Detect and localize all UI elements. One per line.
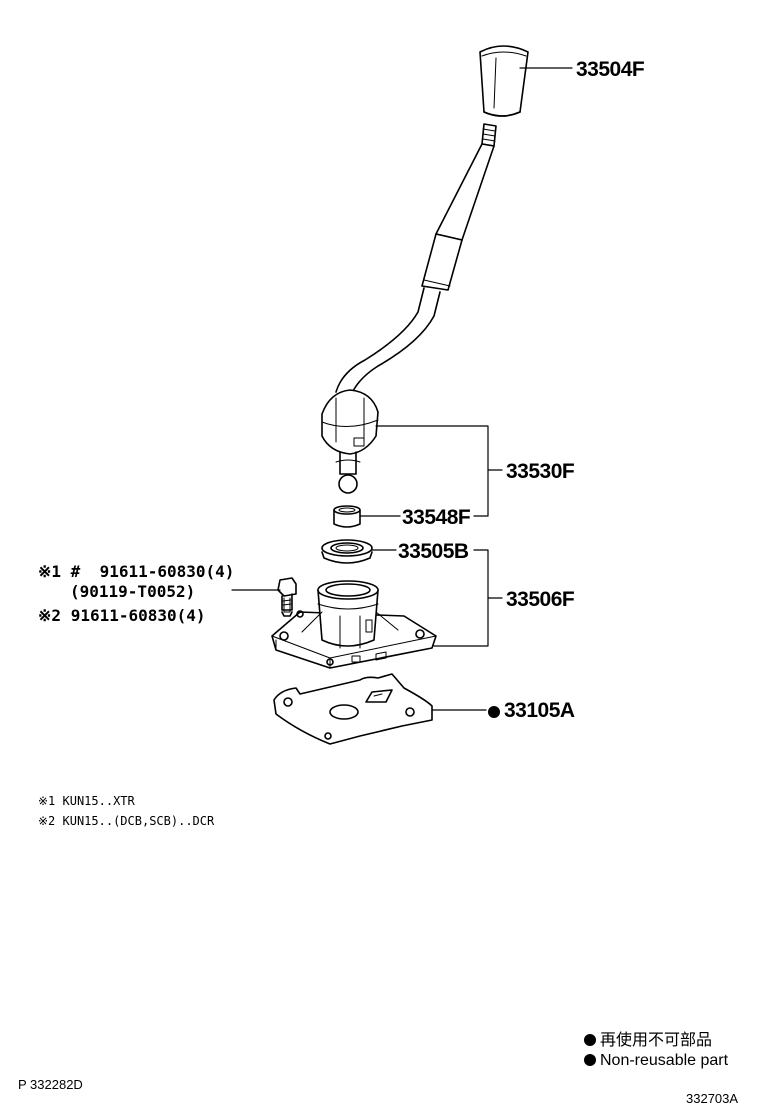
bolt-ref-line-2[interactable]: (90119-T0052) <box>70 582 196 601</box>
part-label-gasket[interactable]: 33105A <box>488 700 575 721</box>
legend-en-text: Non-reusable part <box>600 1052 729 1069</box>
shift-lever[interactable] <box>321 123 497 494</box>
legend-jp-text: 再使用不可部品 <box>600 1032 713 1049</box>
bolt[interactable] <box>277 577 297 617</box>
legend-dot-jp <box>584 1034 596 1046</box>
leader-lines <box>231 67 573 711</box>
part-label-boot-seal[interactable]: 33505B <box>398 540 469 563</box>
shift-knob[interactable] <box>479 45 529 117</box>
bolt-ref-3-part: 91611-60830(4) <box>70 606 206 625</box>
part-label-knob[interactable]: 33504F <box>576 58 645 81</box>
bushing[interactable] <box>333 505 361 528</box>
bolt-ref-line-3[interactable]: ※2 91611-60830(4) <box>38 608 206 624</box>
gasket[interactable] <box>273 673 433 745</box>
legend-jp: 再使用不可部品 <box>584 1033 712 1049</box>
legend-en: Non-reusable part <box>584 1053 728 1069</box>
non-reusable-dot <box>488 706 500 718</box>
bolt-ref-3-mark: ※2 <box>38 606 62 625</box>
page-code: P 332282D <box>18 1077 83 1092</box>
part-label-bushing[interactable]: 33548F <box>402 506 471 529</box>
part-label-lever[interactable]: 33530F <box>506 460 575 483</box>
bolt-ref-1-mark: ※1 # <box>38 562 81 581</box>
boot-seal[interactable] <box>321 539 373 564</box>
legend-dot-en <box>584 1054 596 1066</box>
shift-lever-retainer[interactable] <box>271 580 437 669</box>
note-2: ※2 KUN15..(DCB,SCB)..DCR <box>38 814 215 828</box>
bolt-ref-1-part: 91611-60830(4) <box>99 562 235 581</box>
bolt-ref-line-1[interactable]: ※1 # 91611-60830(4) <box>38 564 234 580</box>
figure-code: 332703A <box>686 1091 739 1106</box>
part-label-retainer[interactable]: 33506F <box>506 588 575 611</box>
part-label-gasket-text: 33105A <box>504 699 575 722</box>
note-1: ※1 KUN15..XTR <box>38 794 135 808</box>
